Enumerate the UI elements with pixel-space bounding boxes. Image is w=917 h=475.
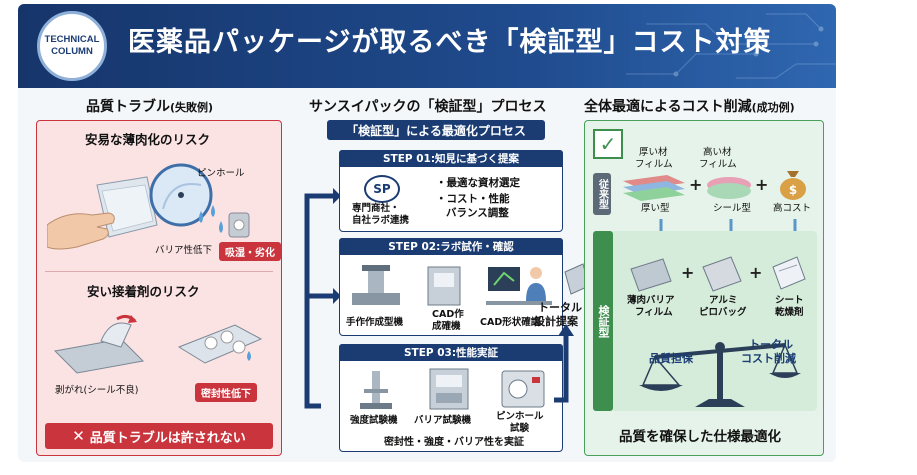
header-banner: TECHNICAL COLUMN 医薬品パッケージが取るべき「検証型」コスト対策 [18, 4, 836, 88]
barrier-down-label: バリア性低下 [155, 245, 213, 256]
left-title-text: 品質トラブル [86, 99, 170, 115]
partner-line2: 自社ラボ連携 [352, 215, 410, 226]
thin-barrier-film-icon [630, 258, 672, 292]
new-item1-line2: フィルム [635, 307, 673, 318]
technical-column-badge: TECHNICAL COLUMN [37, 11, 107, 81]
total-cost-line1: トータル [749, 338, 793, 351]
strength-tester-icon [360, 371, 392, 409]
x-mark-icon: ✕ [72, 427, 85, 445]
thick-film-stack-icon [623, 175, 685, 201]
flow-to-right-arrow [554, 324, 574, 403]
step2-head: STEP 02:ラボ試作・確認 [339, 238, 563, 255]
circuit-pattern-icon [626, 13, 836, 79]
risk1-title: 安易な薄肉化のリスク [85, 132, 211, 147]
new-item1-line1: 薄肉バリア [627, 295, 675, 306]
right-panel-title: 全体最適によるコスト削減(成功例) [584, 96, 795, 116]
moisture-tag: 吸湿・劣化 [219, 242, 281, 261]
badge-line2: COLUMN [51, 46, 93, 57]
new-item3-line2: 乾燥剤 [775, 307, 804, 318]
old-film1-line1: 厚い材 [639, 147, 668, 158]
step2-item2-line2: 成確機 [432, 321, 461, 332]
hand-holding-film-icon [47, 176, 158, 250]
divider [45, 271, 273, 272]
total-line2: 設計提案 [534, 315, 578, 328]
step1-box: STEP 01:知見に基づく提案 SP 専門商社・ 自社ラボ連携 ・最適な資材選… [339, 150, 563, 232]
step1-bullet3: バランス調整 [446, 207, 509, 219]
old-film2-line1: 高い材 [703, 147, 732, 158]
step2-item2-line1: CAD作 [432, 309, 464, 320]
step3-item1: 強度試験機 [350, 415, 398, 426]
step3-box: STEP 03:性能実証 強度試験機 バリア試験機 ピンホール 試験 密封性・強… [339, 344, 563, 452]
step2-item3: CAD形状確認 [480, 317, 541, 328]
old-film1-line2: フィルム [635, 159, 673, 170]
new-item2-line2: ピロバッグ [699, 307, 747, 318]
new-item3-line1: シート [775, 295, 804, 306]
total-line1: トータル [538, 301, 582, 314]
quality-trouble-bar: ✕ 品質トラブルは許されない [45, 423, 273, 449]
forming-machine-icon [352, 265, 400, 305]
money-bag-icon: $ [780, 171, 806, 200]
quality-trouble-text: 品質トラブルは許されない [89, 430, 246, 446]
magnifier-pinhole-icon [149, 163, 213, 227]
middle-process-panel: 「検証型」による最適化プロセス STEP 01:知見に基づく提案 SP 専門商社… [299, 120, 590, 456]
step2-item1: 手作作成型機 [346, 317, 404, 328]
step3-item2: バリア試験機 [414, 415, 472, 426]
peeling-seal-icon [53, 314, 145, 374]
right-title-note: (成功例) [751, 101, 795, 114]
water-drops-icon [199, 205, 250, 238]
left-title-note: (失敗例) [170, 101, 214, 114]
plus-icon: + [749, 263, 763, 282]
quality-assurance-label: 品質担保 [649, 352, 693, 365]
step3-head: STEP 03:性能実証 [339, 344, 563, 361]
plus-icon: + [681, 263, 695, 282]
badge-line1: TECHNICAL [44, 34, 100, 45]
high-cost-label: 高コスト [773, 203, 812, 214]
check-icon: ✓ [593, 129, 623, 159]
cad-monitor-icon [486, 267, 552, 305]
step1-bullet1: ・最適な資材選定 [436, 177, 520, 189]
old-type-label: 従来型 [593, 173, 611, 215]
blister-pack-icon [177, 324, 263, 364]
step3-footer: 密封性・強度・バリア性を実証 [384, 437, 524, 448]
step1-head: STEP 01:知見に基づく提案 [339, 150, 563, 167]
process-bar: 「検証型」による最適化プロセス [327, 120, 545, 140]
process-flow-arrows [304, 188, 341, 409]
pinhole-tester-icon [501, 370, 545, 408]
sp-logo-icon: SP [364, 175, 400, 203]
step1-bullet2: ・コスト・性能 [436, 193, 510, 205]
balance-scale-icon [639, 342, 801, 407]
seal-film-roll-icon [707, 177, 751, 199]
aluminum-pillow-bag-icon [702, 256, 742, 292]
barrier-tester-icon [429, 368, 469, 410]
thick-type-label: 厚い型 [641, 203, 670, 214]
left-failure-panel: 安易な薄肉化のリスク ピンホール バリア性低下 吸湿・劣化 安い接着剤のリスク [36, 120, 282, 456]
middle-panel-title: サンスイパックの「検証型」プロセス [309, 99, 547, 115]
infographic-card: TECHNICAL COLUMN 医薬品パッケージが取るべき「検証型」コスト対策… [18, 4, 836, 462]
right-title-text: 全体最適によるコスト削減 [584, 99, 752, 115]
right-success-panel: ✓ 厚い材 フィルム 高い材 フィルム 従来型 + + $ 厚い型 シール型 高… [584, 120, 824, 456]
old-film2-line2: フィルム [699, 159, 737, 170]
cad-machine-icon [427, 266, 461, 306]
partner-line1: 専門商社・ [352, 203, 400, 214]
step3-item3-line1: ピンホール [496, 411, 544, 422]
new-type-label: 検証型 [593, 231, 613, 411]
page-title: 医薬品パッケージが取るべき「検証型」コスト対策 [128, 27, 772, 58]
seal-tag: 密封性低下 [195, 383, 257, 402]
pinhole-label: ピンホール [197, 168, 245, 179]
new-item2-line1: アルミ [709, 295, 738, 306]
sheet-desiccant-icon [772, 256, 806, 290]
step2-box: STEP 02:ラボ試作・確認 手作作成型機 CAD作 成確機 CAD形状確認 [339, 238, 563, 336]
seal-type-label: シール型 [713, 203, 752, 214]
svg-text:$: $ [789, 183, 797, 197]
total-cost-line2: コスト削減 [741, 352, 796, 365]
plus-icon: + [755, 175, 769, 194]
step3-item3-line2: 試験 [510, 423, 530, 434]
plus-icon: + [689, 175, 703, 194]
risk2-title: 安い接着剤のリスク [87, 284, 200, 299]
peel-label: 剥がれ(シール不良) [55, 385, 139, 396]
right-bottom-message: 品質を確保した仕様最適化 [619, 429, 781, 445]
left-panel-title: 品質トラブル(失敗例) [86, 96, 213, 116]
